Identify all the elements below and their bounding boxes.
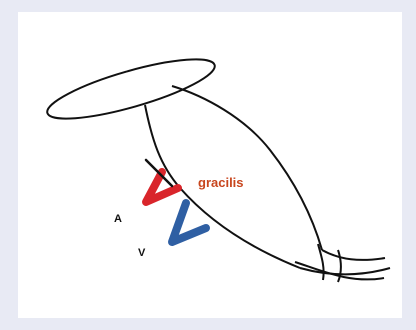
tendon-cross-2: [338, 250, 341, 282]
artery-label: A: [114, 213, 122, 225]
gracilis-label: gracilis: [198, 175, 244, 190]
muscle-outline-upper: [172, 86, 322, 250]
pubic-origin-outline: [42, 48, 219, 131]
tendon-line-2: [322, 250, 385, 260]
vein-label: V: [138, 247, 146, 259]
